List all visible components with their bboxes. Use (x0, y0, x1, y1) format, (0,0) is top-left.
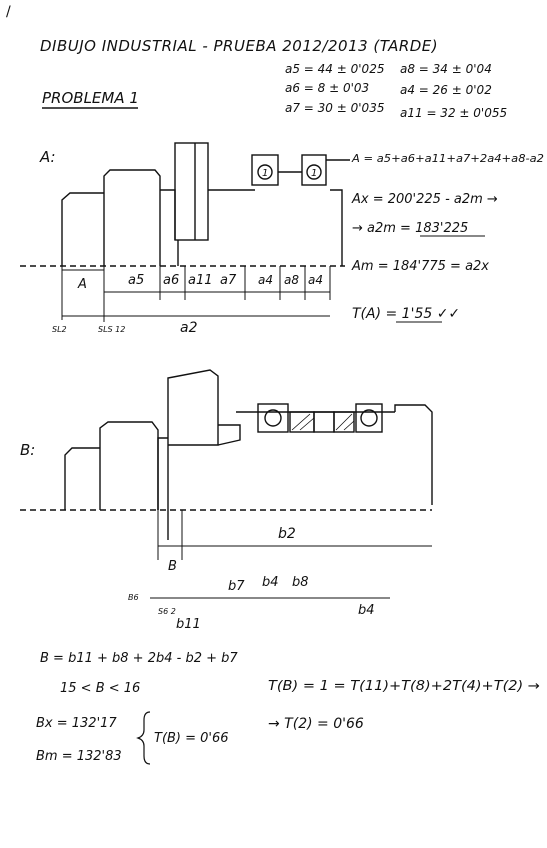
dim-label-a4-1: a4 (258, 273, 273, 287)
dim-label-a7: a7 (220, 273, 237, 288)
tolerance-a7: a7 = 30 ± 0'035 (285, 101, 384, 115)
b-range: 15 < B < 16 (60, 681, 140, 696)
tolerance-a5: a5 = 44 ± 0'025 (285, 62, 384, 76)
tolerance-a8: a8 = 34 ± 0'04 (400, 62, 492, 76)
tolerance-list: a5 = 44 ± 0'025 a6 = 8 ± 0'03 a7 = 30 ± … (285, 62, 507, 120)
dim-label-a4-2: a4 (308, 273, 323, 287)
part-a-ax: Ax = 200'225 - a2m → (351, 192, 498, 207)
dim-label-b2: b2 (278, 526, 296, 542)
part-a-equation: A = a5+a6+a11+a7+2a4+a8-a2 (351, 152, 544, 165)
chain-label-b7: b7 (228, 579, 245, 594)
chain-label-b4-1: b4 (262, 575, 279, 590)
corner-mark: / (6, 4, 11, 20)
part-b-label: B: (20, 441, 35, 459)
chain-small-left: B6 (128, 593, 139, 602)
b-equation: B = b11 + b8 + 2b4 - b2 + b7 (40, 651, 238, 666)
dim-label-a5: a5 (128, 273, 144, 288)
part-a-calculations: A = a5+a6+a11+a7+2a4+a8-a2 Ax = 200'225 … (351, 152, 544, 323)
tolerance-a4: a4 = 26 ± 0'02 (400, 83, 492, 97)
dim-label-a8: a8 (284, 273, 299, 287)
tolerance-a6: a6 = 8 ± 0'03 (285, 81, 369, 95)
tolerance-a11: a11 = 32 ± 0'055 (400, 106, 507, 120)
chain-label-b4-2: b4 (358, 603, 375, 618)
brace (136, 711, 151, 765)
part-a-am: Am = 184'775 = a2x (351, 259, 489, 274)
tb-brace-value: T(B) = 0'66 (154, 731, 229, 746)
dim-label-a6: a6 (163, 273, 179, 288)
page-title: DIBUJO INDUSTRIAL - PRUEBA 2012/2013 (TA… (40, 37, 438, 55)
part-b-calculations: B = b11 + b8 + 2b4 - b2 + b7 15 < B < 16… (36, 651, 540, 765)
part-b-chain: B6 S6 2 b7 b4 b8 b4 b11 (128, 575, 390, 632)
chain-label-b8: b8 (292, 575, 309, 590)
part-a-a2m: → a2m = 183'225 (352, 221, 468, 236)
ref-label-mid: SLS 12 (98, 325, 125, 334)
ref-label-left: SL2 (52, 325, 67, 334)
dim-label-B: B (168, 559, 177, 574)
t2-value: → T(2) = 0'66 (268, 716, 364, 732)
dim-label-a11: a11 (188, 273, 213, 288)
bx-value: Bx = 132'17 (36, 716, 117, 731)
part-a-label: A: (39, 148, 56, 166)
part-a-dimension-labels: A a5 a6 a11 a7 a4 a8 a4 a2 SL2 SLS 12 (52, 273, 323, 336)
bearing-mark-1: 1 (262, 168, 268, 179)
chain-small-mid: S6 2 (158, 607, 176, 616)
part-a-drawing (20, 142, 350, 322)
problem-heading: PROBLEMA 1 (42, 89, 139, 107)
part-b-drawing (20, 369, 433, 560)
part-b-hatching (291, 413, 355, 431)
dim-label-A: A (77, 277, 87, 292)
dim-label-a2: a2 (180, 320, 198, 336)
tb-sum: T(B) = 1 = T(11)+T(8)+2T(4)+T(2) → (268, 679, 540, 694)
chain-sub-b11: b11 (176, 617, 201, 632)
bearing-mark-2: 1 (311, 168, 317, 179)
part-a-ta: T(A) = 1'55 ✓✓ (352, 306, 460, 322)
bm-value: Bm = 132'83 (36, 749, 122, 764)
